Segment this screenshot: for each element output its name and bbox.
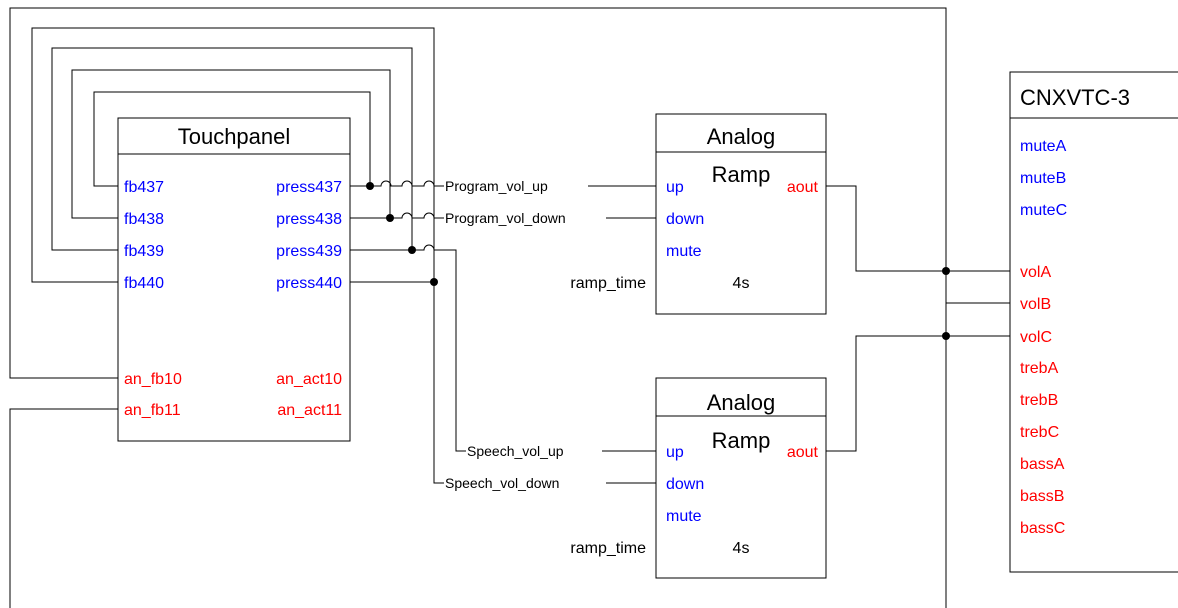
press439-wire [350, 244, 466, 452]
loop-wire-fb440 [31, 27, 435, 283]
cnx-pin-mutea: muteA [1020, 138, 1067, 155]
cnx-pin-trebb: trebB [1020, 392, 1058, 409]
junction-dot [942, 267, 950, 275]
analog-ramp-1-symbol[interactable]: Analog Ramp up down mute aout 4s ramp_ti… [570, 113, 827, 315]
pin-press437: press437 [276, 179, 342, 196]
cnx-pin-trebc: trebC [1020, 424, 1059, 441]
pin-an-act10: an_act10 [276, 371, 342, 388]
pin-press438: press438 [276, 211, 342, 228]
ramp2-title-line2: Ramp [712, 428, 771, 453]
ramp2-pin-up: up [666, 444, 684, 461]
ramp2-param-label: ramp_time [570, 540, 646, 557]
loop-wire-fb438 [71, 69, 391, 219]
ramp2-aout-wire [826, 335, 1010, 452]
touchpanel-title: Touchpanel [178, 124, 291, 149]
ramp1-pin-down: down [666, 211, 704, 228]
touchpanel-symbol[interactable]: Touchpanel fb437 fb438 fb439 fb440 an_fb… [117, 117, 351, 442]
junction-dot [408, 246, 416, 254]
cnx-pin-bassa: bassA [1020, 456, 1065, 473]
cnx-pin-volc: volC [1020, 329, 1052, 346]
press437-wire [350, 180, 444, 187]
loop-wire-fb439 [51, 47, 413, 251]
pin-fb437: fb437 [124, 179, 164, 196]
ramp2-pin-down: down [666, 476, 704, 493]
junction-dot [366, 182, 374, 190]
ramp1-title-line1: Analog [707, 124, 776, 149]
analog-ramp-2-symbol[interactable]: Analog Ramp up down mute aout 4s ramp_ti… [570, 377, 827, 579]
signal-speech-vol-up: Speech_vol_up [467, 443, 564, 459]
pin-fb438: fb438 [124, 211, 164, 228]
cnx-pin-treba: trebA [1020, 360, 1059, 377]
junction-dot [386, 214, 394, 222]
ramp1-pin-aout: aout [787, 179, 819, 196]
pin-an-fb10: an_fb10 [124, 371, 182, 388]
press440-wire [350, 281, 444, 484]
pin-an-fb11: an_fb11 [124, 402, 181, 419]
signal-program-vol-up: Program_vol_up [445, 178, 548, 194]
pin-press439: press439 [276, 243, 342, 260]
cnxvtc-3-symbol[interactable]: CNXVTC-3 muteA muteB muteC volA volB vol… [1009, 71, 1178, 573]
loop-wire-fb437 [93, 91, 371, 187]
pin-fb439: fb439 [124, 243, 164, 260]
junction-dot [942, 332, 950, 340]
ramp1-param-label: ramp_time [570, 275, 646, 292]
ramp2-param-value: 4s [733, 540, 750, 557]
cnx-pin-volb: volB [1020, 296, 1051, 313]
cnx-pin-bassb: bassB [1020, 488, 1064, 505]
an-fb10-wire [9, 7, 947, 608]
pin-an-act11: an_act11 [277, 402, 342, 419]
ramp1-title-line2: Ramp [712, 162, 771, 187]
signal-program-vol-down: Program_vol_down [445, 210, 566, 226]
ramp1-param-value: 4s [733, 275, 750, 292]
press438-wire [350, 212, 444, 219]
cnx-title: CNXVTC-3 [1020, 85, 1130, 110]
signal-speech-vol-down: Speech_vol_down [445, 475, 559, 491]
cnx-pin-vola: volA [1020, 264, 1051, 281]
ramp1-aout-wire [826, 185, 1010, 272]
ramp2-pin-aout: aout [787, 444, 819, 461]
pin-press440: press440 [276, 275, 342, 292]
cnx-pin-mutec: muteC [1020, 202, 1067, 219]
pin-fb440: fb440 [124, 275, 164, 292]
an-fb11-wire [9, 408, 118, 608]
ramp1-pin-up: up [666, 179, 684, 196]
ramp2-title-line1: Analog [707, 390, 776, 415]
junction-dot [430, 278, 438, 286]
cnx-pin-bassc: bassC [1020, 520, 1065, 537]
cnx-pin-muteb: muteB [1020, 170, 1066, 187]
ramp2-pin-mute: mute [666, 508, 702, 525]
ramp1-pin-mute: mute [666, 243, 702, 260]
